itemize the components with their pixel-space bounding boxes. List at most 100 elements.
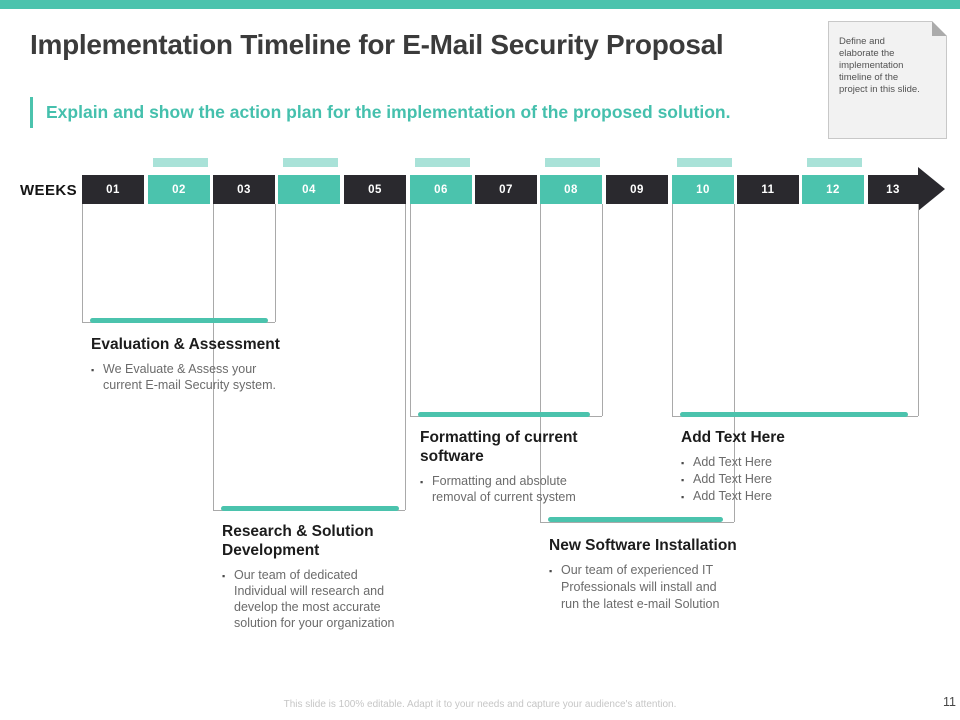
task-title-line: New Software Installation <box>549 537 737 554</box>
week-block-13: 13 <box>868 175 918 204</box>
bullet-item: ▪ We Evaluate & Assess your current E-ma… <box>91 361 280 393</box>
duration-bar <box>548 517 723 522</box>
week-block-02: 02 <box>148 158 210 204</box>
bullet-item: ▪ Formatting and absolute removal of cur… <box>420 473 578 505</box>
week-number: 08 <box>564 183 578 196</box>
bullet-line: removal of current system <box>432 490 576 504</box>
connector-line <box>213 204 214 510</box>
note-text: Define and elaborate the implementation … <box>829 22 946 96</box>
week-block-12: 12 <box>802 158 864 204</box>
week-number: 13 <box>886 183 900 196</box>
week-block-09: 09 <box>606 175 668 204</box>
task-title-line: Research & Solution <box>222 523 374 540</box>
task-title-line: software <box>420 448 484 465</box>
week-block-08: 08 <box>540 158 602 204</box>
connector-line <box>405 204 406 510</box>
subtitle-text: Explain and show the action plan for the… <box>46 102 731 122</box>
top-accent-bar <box>0 0 960 9</box>
note-line: timeline of the <box>839 72 899 83</box>
duration-bar <box>418 412 590 417</box>
week-number: 12 <box>826 183 840 196</box>
week-number: 01 <box>106 183 120 196</box>
week-number: 10 <box>696 183 710 196</box>
connector-line <box>672 204 673 416</box>
task-title: Research & Solution Development <box>222 522 395 560</box>
bullet-icon: ▪ <box>681 492 685 502</box>
arrow-right-icon <box>918 167 945 211</box>
task-title: Formatting of current software <box>420 428 578 466</box>
week-block-11: 11 <box>737 175 799 204</box>
note-box: Define and elaborate the implementation … <box>828 21 947 139</box>
note-line: project in this slide. <box>839 84 920 95</box>
note-line: elaborate the <box>839 48 895 59</box>
subtitle: Explain and show the action plan for the… <box>30 97 730 128</box>
bullet-line: Add Text Here <box>693 472 772 486</box>
connector-line <box>410 204 411 416</box>
bullet-icon: ▪ <box>91 365 95 375</box>
duration-bar <box>221 506 399 511</box>
week-block-01: 01 <box>82 175 144 204</box>
connector-line <box>602 204 603 416</box>
bullet-line: run the latest e-mail Solution <box>561 597 720 611</box>
task-evaluation-assessment: Evaluation & Assessment ▪ We Evaluate & … <box>91 335 280 393</box>
bullet-item: ▪ Our team of experienced IT Professiona… <box>549 562 737 613</box>
task-new-software-installation: New Software Installation ▪ Our team of … <box>549 536 737 613</box>
week-block-10: 10 <box>672 158 734 204</box>
bullet-line: Add Text Here <box>693 455 772 469</box>
connector-line <box>540 204 541 522</box>
page-number: 11 <box>943 695 956 709</box>
week-number: 11 <box>761 183 775 196</box>
task-title-line: Development <box>222 542 320 559</box>
task-title-line: Evaluation & Assessment <box>91 336 280 353</box>
page-title: Implementation Timeline for E-Mail Secur… <box>30 29 724 60</box>
duration-bar <box>90 318 268 323</box>
week-number: 07 <box>499 183 513 196</box>
week-number: 06 <box>434 183 448 196</box>
bullet-line: We Evaluate & Assess your <box>103 362 257 376</box>
task-title-line: Formatting of current <box>420 429 578 446</box>
bullet-line: Formatting and absolute <box>432 474 567 488</box>
week-block-07: 07 <box>475 175 537 204</box>
bullet-icon: ▪ <box>420 477 424 487</box>
week-block-06: 06 <box>410 158 472 204</box>
week-number: 04 <box>302 183 316 196</box>
task-title: Add Text Here <box>681 428 785 447</box>
bullet-line: Add Text Here <box>693 489 772 503</box>
week-block-03: 03 <box>213 175 275 204</box>
bullet-line: solution for your organization <box>234 616 395 630</box>
week-block-05: 05 <box>344 175 406 204</box>
connector-line <box>918 204 919 416</box>
week-number: 05 <box>368 183 382 196</box>
task-title: New Software Installation <box>549 536 737 555</box>
note-line: implementation <box>839 60 904 71</box>
footer-note: This slide is 100% editable. Adapt it to… <box>283 699 677 710</box>
task-research-solution-development: Research & Solution Development ▪ Our te… <box>222 522 395 631</box>
connector-line <box>82 204 83 322</box>
week-block-04: 04 <box>278 158 340 204</box>
bullet-line: current E-mail Security system. <box>103 378 276 392</box>
bullet-item: ▪ Our team of dedicated Individual will … <box>222 567 395 631</box>
bullet-item: ▪ Add Text Here <box>681 471 785 488</box>
bullet-line: Professionals will install and <box>561 580 717 594</box>
bullet-line: Our team of experienced IT <box>561 563 714 577</box>
task-formatting-current-software: Formatting of current software ▪ Formatt… <box>420 428 578 505</box>
bullet-icon: ▪ <box>549 566 553 576</box>
note-line: Define and <box>839 36 885 47</box>
duration-bar <box>680 412 908 417</box>
task-add-text-here: Add Text Here ▪ Add Text Here ▪ Add Text… <box>681 428 785 505</box>
bullet-item: ▪ Add Text Here <box>681 454 785 471</box>
bullet-line: Individual will research and <box>234 584 385 598</box>
bullet-line: Our team of dedicated <box>234 568 358 582</box>
weeks-label: WEEKS <box>20 182 78 199</box>
connector-line <box>275 204 276 322</box>
bullet-icon: ▪ <box>681 475 685 485</box>
bullet-item: ▪ Add Text Here <box>681 488 785 505</box>
task-title-line: Add Text Here <box>681 429 785 446</box>
task-title: Evaluation & Assessment <box>91 335 280 354</box>
bullet-line: develop the most accurate <box>234 600 381 614</box>
folded-corner-icon <box>932 21 947 36</box>
week-number: 02 <box>172 183 186 196</box>
connector-line <box>540 522 734 523</box>
bullet-icon: ▪ <box>681 458 685 468</box>
